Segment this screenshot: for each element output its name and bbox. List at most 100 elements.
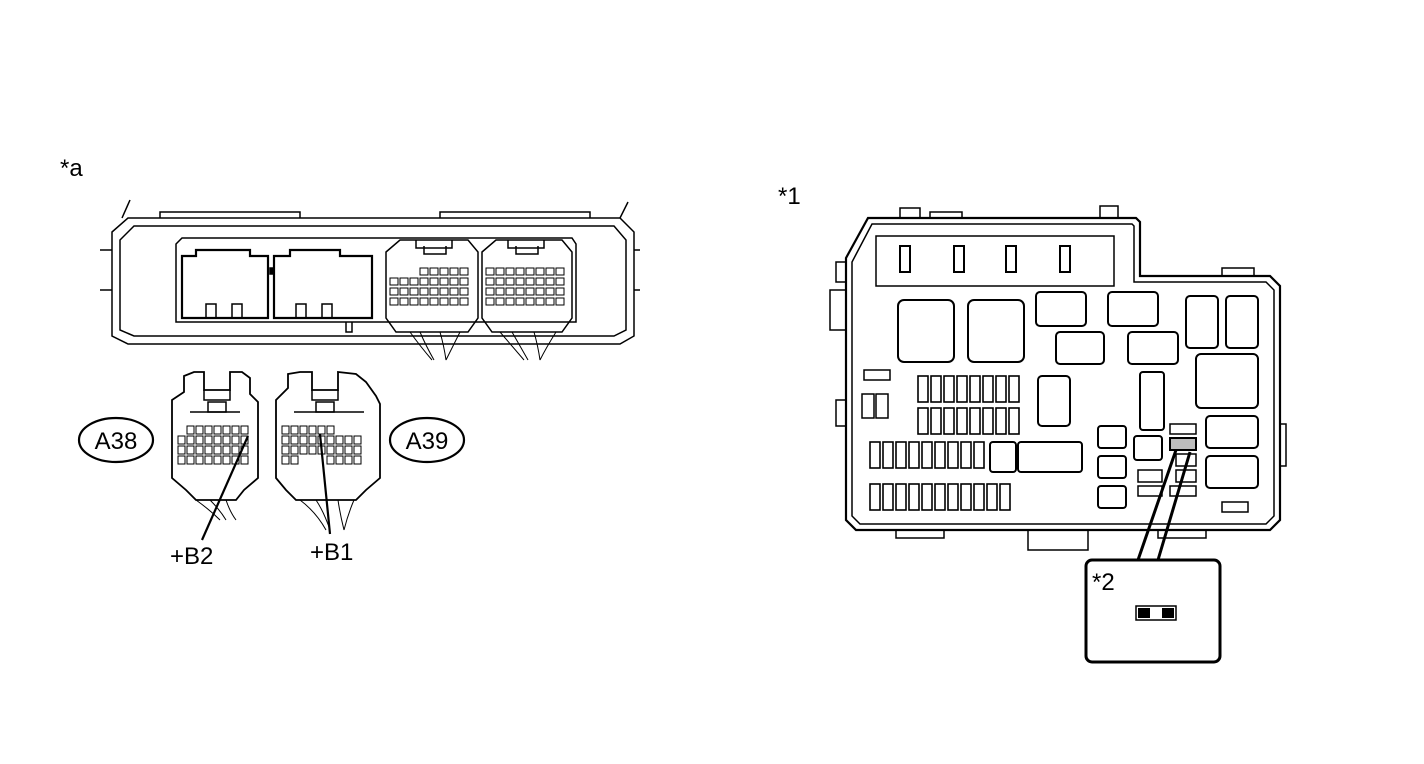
ecu-pin xyxy=(439,287,449,296)
ecu-pin xyxy=(495,267,505,276)
ecu-pin xyxy=(399,287,409,296)
ecu-pin xyxy=(399,277,409,286)
ecu-pin xyxy=(525,267,535,276)
ecu-pin xyxy=(409,277,419,286)
ecu-pin xyxy=(389,277,399,286)
ecu-pin xyxy=(459,287,469,296)
connector-pin xyxy=(290,455,299,465)
connector-pin xyxy=(344,455,353,465)
junction-block xyxy=(829,205,1287,551)
fuse xyxy=(956,407,968,435)
terminal-b1-label: +B1 xyxy=(310,539,353,566)
fuse xyxy=(995,375,1007,403)
ecu-pin xyxy=(555,277,565,286)
connector-pin xyxy=(186,455,195,465)
ecu-pin xyxy=(429,277,439,286)
connector-a38 xyxy=(171,371,259,521)
ecu-pin xyxy=(419,287,429,296)
ecu-pin xyxy=(399,297,409,306)
connector-pin xyxy=(240,455,249,465)
ecu-pin xyxy=(485,287,495,296)
connector-pin xyxy=(195,455,204,465)
ecu-pin xyxy=(449,297,459,306)
fuse xyxy=(908,483,920,511)
connector-pin xyxy=(335,455,344,465)
ecu-pin xyxy=(439,277,449,286)
ecu-pin xyxy=(515,287,525,296)
fuse xyxy=(995,407,1007,435)
ecu-pin xyxy=(525,287,535,296)
ecu-pin xyxy=(505,277,515,286)
ecu-pin xyxy=(555,297,565,306)
connector-pin xyxy=(222,455,231,465)
ecu-pin xyxy=(439,297,449,306)
ecu-connector-a38-socket xyxy=(385,239,479,361)
ecu-pin xyxy=(515,297,525,306)
ecu-pin xyxy=(459,297,469,306)
connector-pin xyxy=(195,435,204,445)
connector-pin xyxy=(222,425,231,435)
ecu-pin xyxy=(409,297,419,306)
connector-a38-code: A38 xyxy=(95,428,138,455)
fuse xyxy=(943,375,955,403)
connector-pin xyxy=(213,455,222,465)
connector-pin xyxy=(326,445,335,455)
connector-pin xyxy=(177,435,186,445)
ecu-pin xyxy=(535,297,545,306)
ecu-pin xyxy=(535,277,545,286)
connector-pin xyxy=(308,445,317,455)
ecu-pin xyxy=(419,297,429,306)
leader-line-b1 xyxy=(318,433,332,535)
connector-pin xyxy=(281,435,290,445)
fuse xyxy=(930,375,942,403)
ecu-pin xyxy=(505,287,515,296)
connector-pin xyxy=(222,445,231,455)
fuse xyxy=(869,441,881,469)
connector-pin xyxy=(290,435,299,445)
ecu-pin xyxy=(535,287,545,296)
connector-pin xyxy=(326,455,335,465)
connector-pin xyxy=(186,435,195,445)
fuse xyxy=(917,375,929,403)
ecu-pin xyxy=(429,297,439,306)
connector-pin xyxy=(213,445,222,455)
fuse xyxy=(982,407,994,435)
fuse xyxy=(882,483,894,511)
item-1-label: *1 xyxy=(778,183,801,210)
connector-pin xyxy=(353,455,362,465)
connector-pin xyxy=(231,425,240,435)
fuse xyxy=(1008,407,1020,435)
ecu-pin xyxy=(515,267,525,276)
fuse xyxy=(908,441,920,469)
connector-pin xyxy=(213,435,222,445)
ecu-pin xyxy=(545,267,555,276)
fuse xyxy=(973,441,985,469)
connector-pin xyxy=(299,425,308,435)
fuse xyxy=(973,483,985,511)
ecu-pin xyxy=(505,297,515,306)
connector-pin xyxy=(195,425,204,435)
fuse xyxy=(882,441,894,469)
fuse xyxy=(969,375,981,403)
fuse xyxy=(956,375,968,403)
fuse xyxy=(943,407,955,435)
terminal-b2-label: +B2 xyxy=(170,543,213,570)
view-a-label: *a xyxy=(60,155,83,182)
item-2-label: *2 xyxy=(1092,569,1115,596)
connector-pin xyxy=(240,425,249,435)
ecu-pin xyxy=(449,277,459,286)
ecu-pin xyxy=(495,277,505,286)
connector-pin xyxy=(222,435,231,445)
connector-pin xyxy=(204,435,213,445)
ecu-connector-a39-socket xyxy=(481,239,573,361)
connector-a38-code-oval xyxy=(77,416,155,464)
ecu-pin xyxy=(419,277,429,286)
ecu-pin xyxy=(545,287,555,296)
fuse xyxy=(947,441,959,469)
inset-box-item-2: 2 1 xyxy=(1084,558,1222,664)
connector-pin xyxy=(281,425,290,435)
ecu-pin xyxy=(419,267,429,276)
ecu-unit xyxy=(100,199,640,361)
